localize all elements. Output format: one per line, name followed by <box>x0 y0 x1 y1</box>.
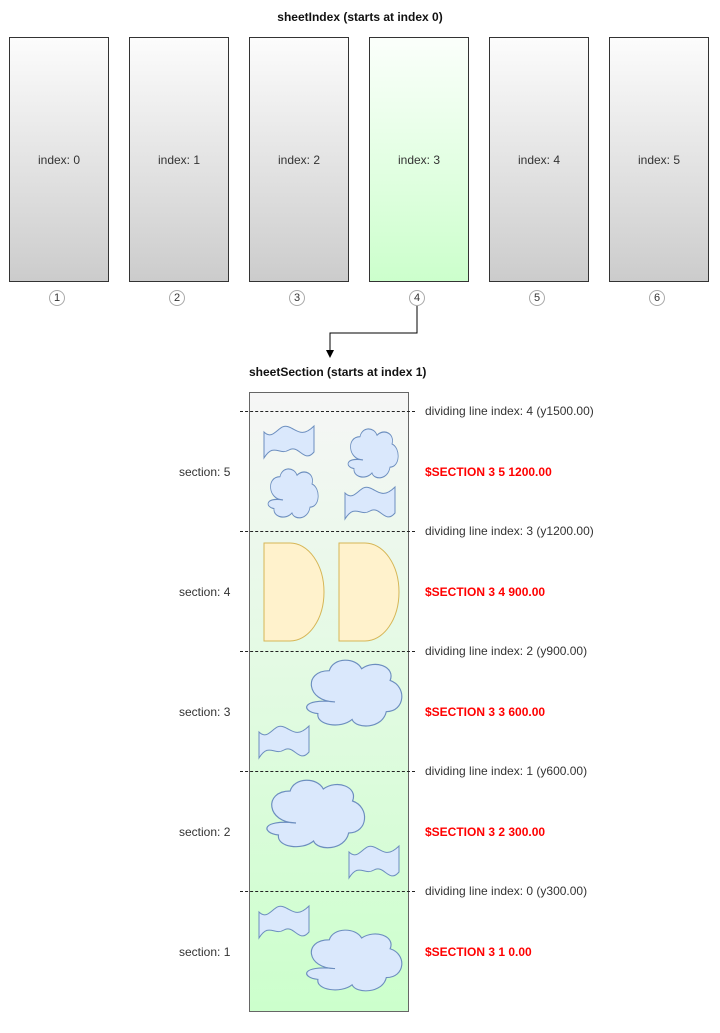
sheet-index-5: index: 5 <box>609 37 709 282</box>
tape-shape <box>348 845 400 879</box>
sheet-label: index: 4 <box>517 153 561 167</box>
sheet-label: index: 2 <box>277 153 321 167</box>
half-circle-shape <box>263 542 325 642</box>
sheet-index-1: index: 1 <box>129 37 229 282</box>
cloud-shape <box>265 779 366 849</box>
sheet-index-2: index: 2 <box>249 37 349 282</box>
cloud-shape <box>305 659 403 727</box>
dividing-line <box>240 771 415 772</box>
dividing-line <box>240 411 415 412</box>
sheet-label: index: 1 <box>157 153 201 167</box>
sheet-number-badge: 4 <box>409 290 425 306</box>
cloud-shape <box>305 929 403 992</box>
sheet-section-title: sheetSection (starts at index 1) <box>249 365 427 379</box>
sheet-label: index: 0 <box>37 153 81 167</box>
sheet-number-badge: 5 <box>529 290 545 306</box>
sheet-label: index: 5 <box>637 153 681 167</box>
tape-shape <box>258 905 310 939</box>
dividing-line-label: dividing line index: 2 (y900.00) <box>425 644 588 658</box>
dividing-line-label: dividing line index: 4 (y1500.00) <box>425 404 594 418</box>
dividing-line-label: dividing line index: 3 (y1200.00) <box>425 524 594 538</box>
sheet-number-badge: 2 <box>169 290 185 306</box>
section-label: section: 2 <box>179 825 231 839</box>
dividing-line <box>240 891 415 892</box>
tape-shape <box>258 725 310 759</box>
dividing-line <box>240 651 415 652</box>
sheet-label: index: 3 <box>397 153 441 167</box>
dividing-line-label: dividing line index: 0 (y300.00) <box>425 884 588 898</box>
cloud-shape <box>347 428 399 479</box>
sheet-number-badge: 1 <box>49 290 65 306</box>
section-code: $SECTION 3 2 300.00 <box>425 825 546 839</box>
section-code: $SECTION 3 1 0.00 <box>425 945 532 959</box>
sheet-index-title: sheetIndex (starts at index 0) <box>277 10 443 24</box>
tape-shape <box>344 486 396 520</box>
section-code: $SECTION 3 4 900.00 <box>425 585 546 599</box>
section-code: $SECTION 3 3 600.00 <box>425 705 546 719</box>
sheet-number-badge: 3 <box>289 290 305 306</box>
section-label: section: 3 <box>179 705 231 719</box>
section-label: section: 4 <box>179 585 231 599</box>
half-circle-shape <box>338 542 400 642</box>
dividing-line <box>240 531 415 532</box>
cloud-shape <box>267 468 319 519</box>
section-label: section: 5 <box>179 465 231 479</box>
section-label: section: 1 <box>179 945 231 959</box>
connector-arrow <box>326 306 418 358</box>
section-code: $SECTION 3 5 1200.00 <box>425 465 552 479</box>
sheet-index-3-active: index: 3 <box>369 37 469 282</box>
tape-shape <box>263 425 315 459</box>
sheet-number-badge: 6 <box>649 290 665 306</box>
dividing-line-label: dividing line index: 1 (y600.00) <box>425 764 588 778</box>
sheet-index-0: index: 0 <box>9 37 109 282</box>
sheet-index-4: index: 4 <box>489 37 589 282</box>
